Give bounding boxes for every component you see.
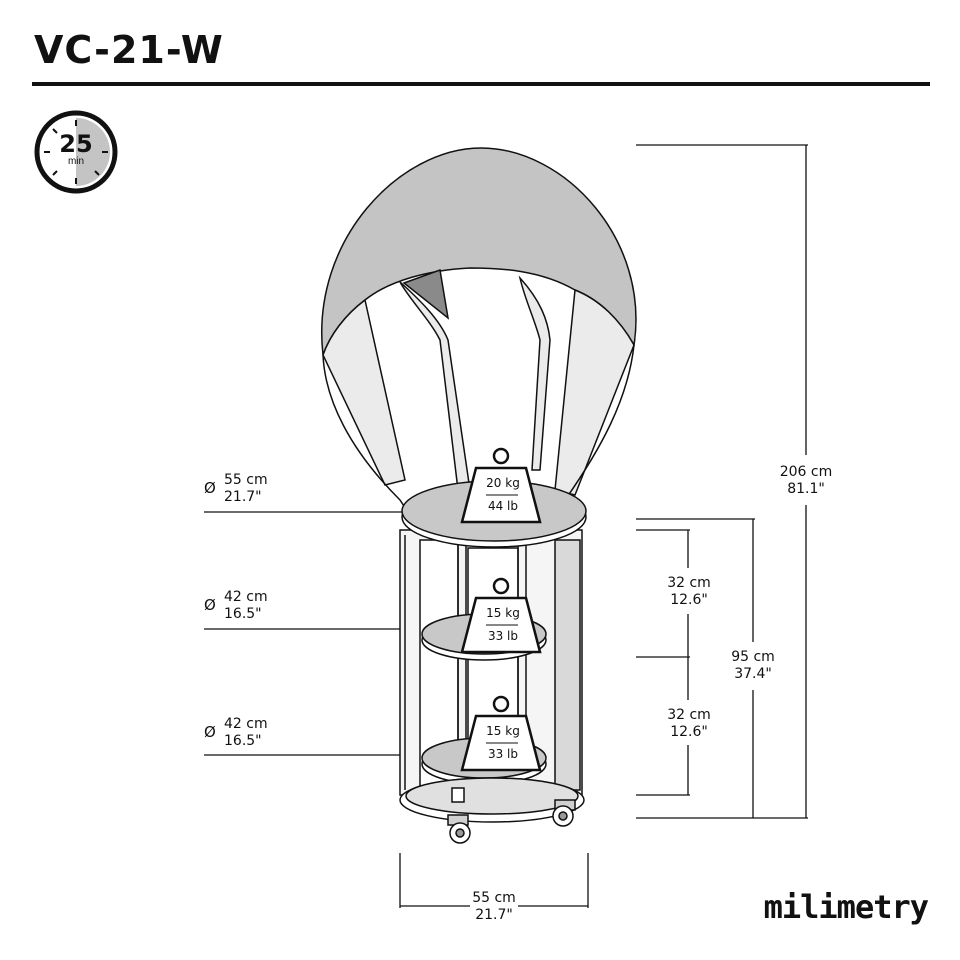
load-bottom-lb: 33 lb [488, 747, 518, 761]
diameter-symbol: Ø [204, 479, 216, 497]
width-in: 21.7" [475, 907, 513, 923]
load-top-kg: 20 kg [486, 476, 520, 490]
upper-gap-label: 32 cm 12.6" [654, 575, 724, 609]
brand-logo: milimetry [763, 888, 929, 926]
diameter-top-cm: 55 cm [224, 472, 268, 488]
total-height-label: 206 cm 81.1" [770, 464, 842, 498]
total-height-cm: 206 cm [779, 464, 833, 480]
balloon-canopy [321, 147, 637, 524]
lower-gap-cm: 32 cm [667, 707, 711, 723]
load-top-lb: 44 lb [488, 499, 518, 513]
diameter-top-in: 21.7" [224, 489, 262, 505]
timer-badge: 25 min [34, 110, 118, 194]
diameter-bottom-in: 16.5" [224, 733, 262, 749]
dimension-lines [204, 144, 808, 908]
lower-gap-in: 12.6" [670, 724, 708, 740]
upper-gap-in: 12.6" [670, 592, 708, 608]
body-height-in: 37.4" [734, 666, 772, 682]
load-weight-top [460, 447, 542, 524]
total-height-in: 81.1" [787, 481, 825, 497]
diameter-middle-cm: 42 cm [224, 589, 268, 605]
diameter-symbol: Ø [204, 723, 216, 741]
body-height-cm: 95 cm [731, 649, 775, 665]
load-weight-middle [460, 577, 542, 654]
upper-gap-cm: 32 cm [667, 575, 711, 591]
load-bottom-kg: 15 kg [486, 724, 520, 738]
diameter-bottom-label: Ø 42 cm 16.5" [204, 716, 268, 750]
caster-right [552, 799, 576, 827]
body-height-label: 95 cm 37.4" [718, 649, 788, 683]
title-divider [32, 82, 930, 86]
timer-unit: min [67, 156, 85, 167]
width-label: 55 cm 21.7" [458, 890, 530, 924]
diameter-middle-in: 16.5" [224, 606, 262, 622]
load-middle-lb: 33 lb [488, 629, 518, 643]
diameter-bottom-cm: 42 cm [224, 716, 268, 732]
load-weight-bottom [460, 695, 542, 772]
lower-gap-label: 32 cm 12.6" [654, 707, 724, 741]
caster-left [447, 814, 471, 844]
load-middle-kg: 15 kg [486, 606, 520, 620]
timer-value: 25 [59, 130, 93, 158]
base-with-casters [399, 777, 585, 844]
diameter-top-label: Ø 55 cm 21.7" [204, 472, 268, 506]
diameter-middle-label: Ø 42 cm 16.5" [204, 589, 268, 623]
width-cm: 55 cm [472, 890, 516, 906]
timer-icon [34, 110, 118, 194]
product-title: VC-21-W [34, 28, 224, 72]
diameter-symbol: Ø [204, 596, 216, 614]
